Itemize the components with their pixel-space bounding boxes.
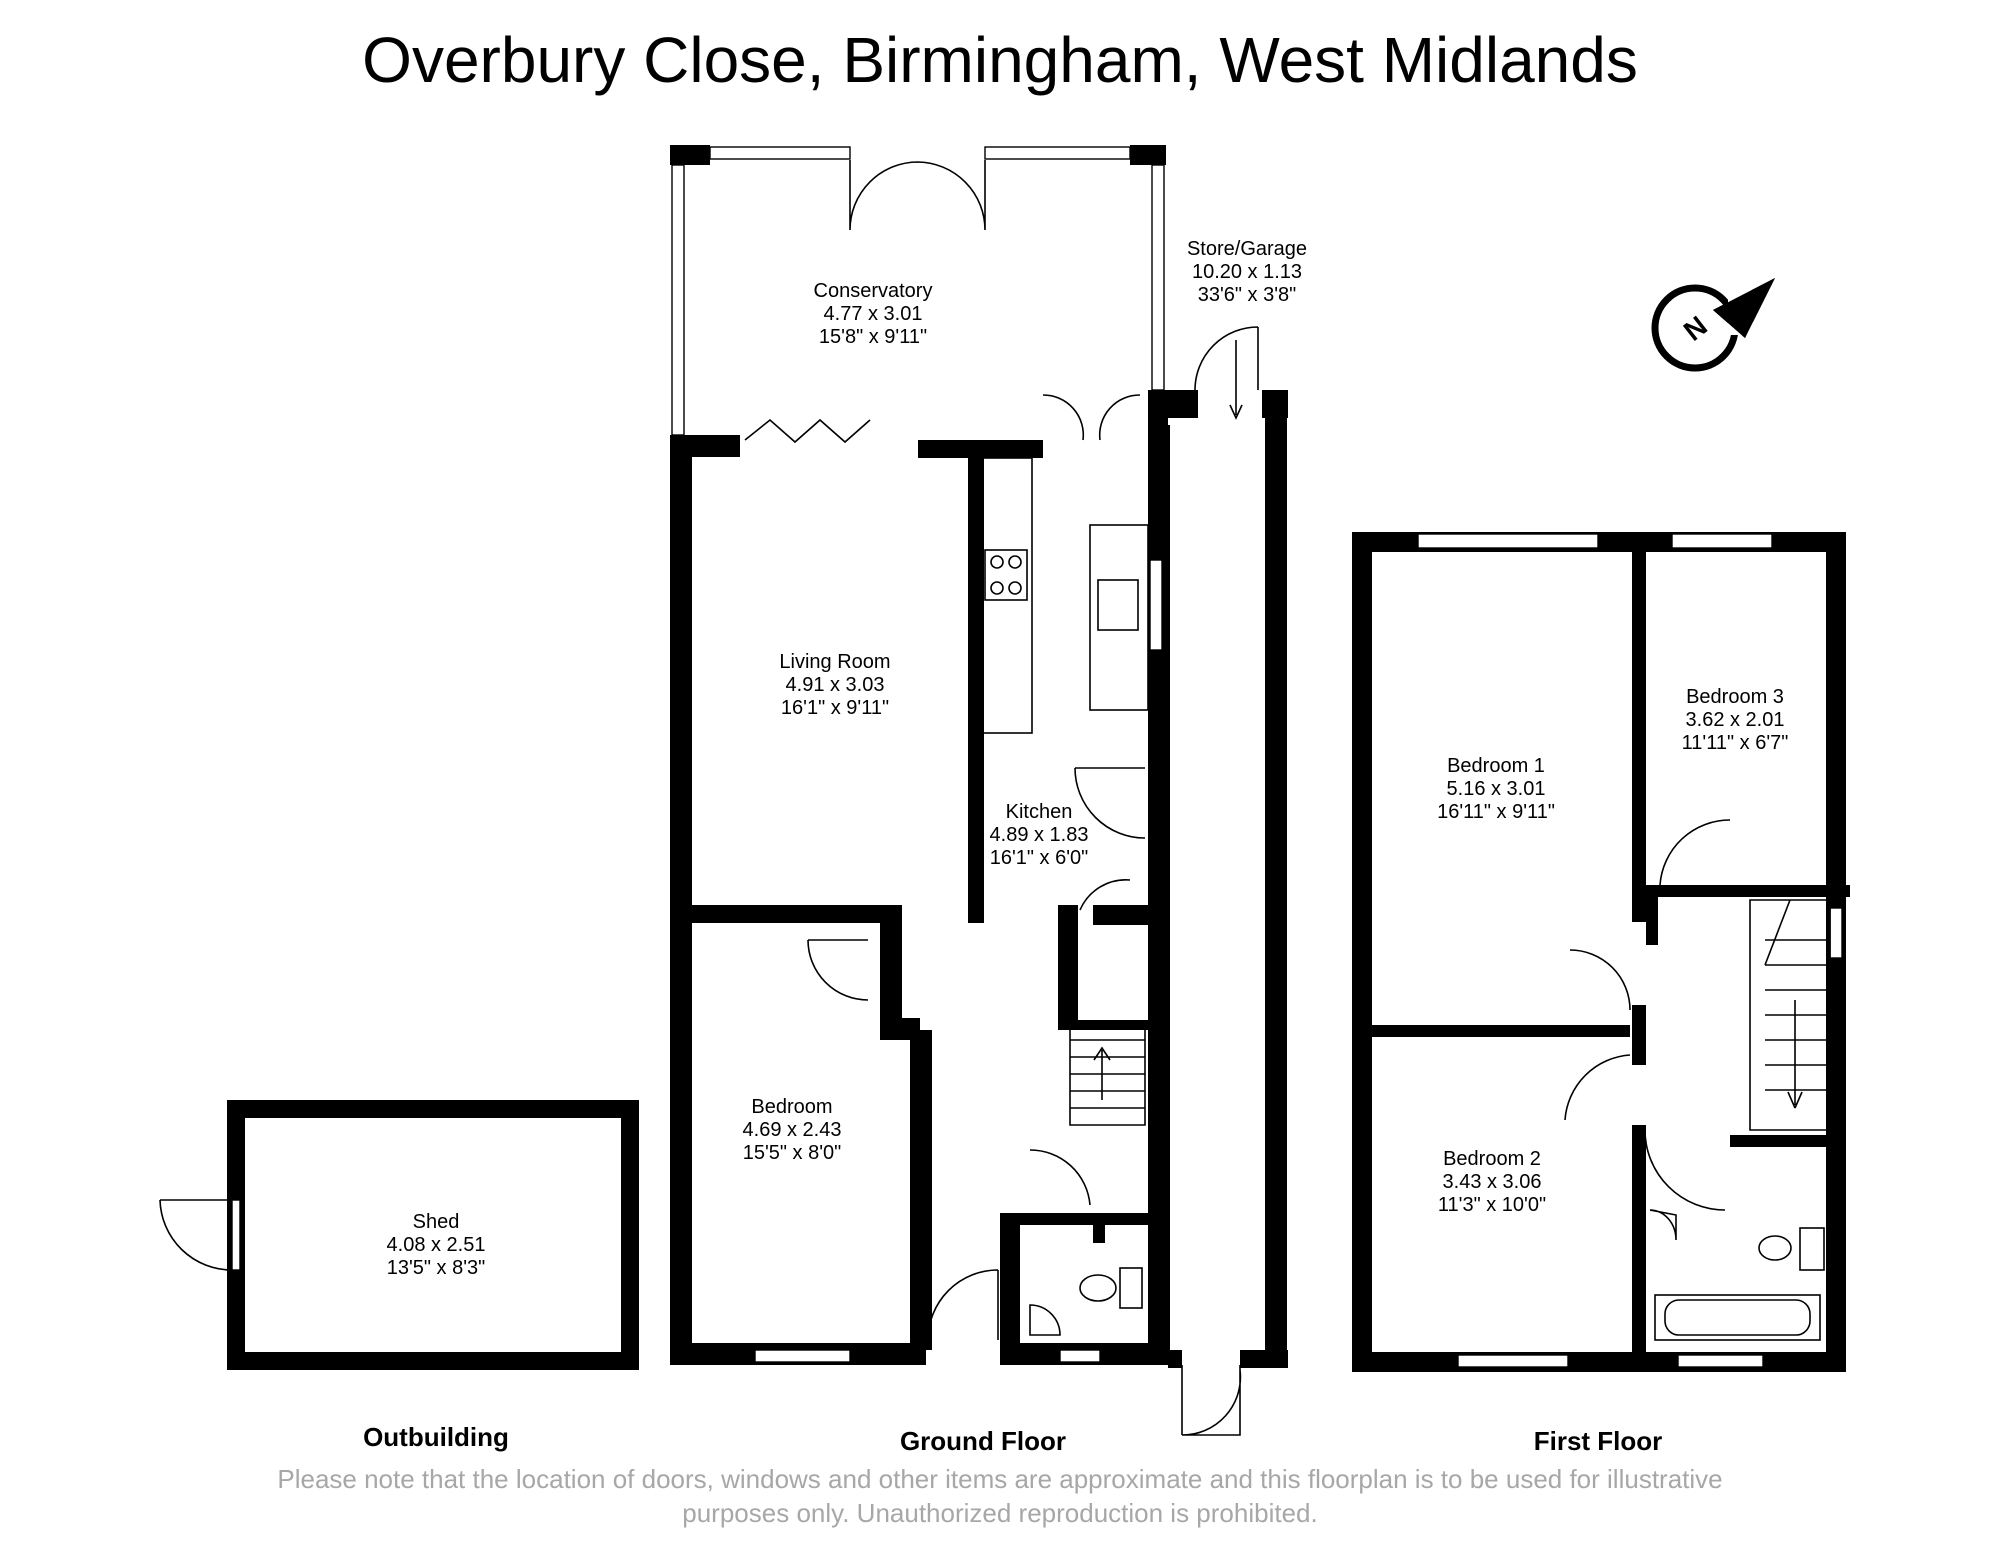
room-name: Conservatory — [814, 280, 933, 302]
conservatory-walls — [670, 145, 1168, 458]
compass-icon: N — [1651, 278, 1775, 372]
room-metric: 3.43 x 3.06 — [1443, 1171, 1542, 1193]
room-imperial: 13'5" x 8'3" — [387, 1257, 486, 1279]
room-metric: 4.89 x 1.83 — [990, 824, 1089, 846]
room-kitchen: Kitchen 4.89 x 1.83 16'1" x 6'0" — [990, 801, 1089, 869]
room-metric: 4.69 x 2.43 — [743, 1119, 842, 1141]
room-imperial: 33'6" x 3'8" — [1198, 284, 1297, 306]
room-name: Bedroom — [751, 1096, 832, 1118]
room-name: Shed — [413, 1211, 460, 1233]
floor-label-outbuilding: Outbuilding — [363, 1422, 509, 1452]
floor-label-first: First Floor — [1534, 1426, 1663, 1456]
room-name: Living Room — [779, 651, 890, 673]
room-bedroom2: Bedroom 2 3.43 x 3.06 11'3" x 10'0" — [1438, 1148, 1546, 1216]
room-metric: 3.62 x 2.01 — [1686, 709, 1785, 731]
room-metric: 10.20 x 1.13 — [1192, 261, 1302, 283]
room-imperial: 16'1" x 9'11" — [781, 697, 889, 719]
room-bedroom-ground: Bedroom 4.69 x 2.43 15'5" x 8'0" — [743, 1096, 842, 1164]
room-imperial: 11'11" x 6'7" — [1682, 732, 1789, 754]
room-shed: Shed 4.08 x 2.51 13'5" x 8'3" — [387, 1211, 486, 1279]
room-metric: 4.08 x 2.51 — [387, 1234, 486, 1256]
first-floor-plan — [1352, 532, 1850, 1372]
room-metric: 4.91 x 3.03 — [786, 674, 885, 696]
room-imperial: 15'8" x 9'11" — [819, 326, 927, 348]
room-name: Store/Garage — [1187, 238, 1307, 260]
disclaimer-line1: Please note that the location of doors, … — [277, 1464, 1722, 1494]
room-name: Kitchen — [1006, 801, 1073, 823]
room-name: Bedroom 2 — [1443, 1148, 1541, 1170]
room-conservatory: Conservatory 4.77 x 3.01 15'8" x 9'11" — [814, 280, 933, 348]
ground-floor-plan — [670, 145, 1288, 1436]
room-bedroom1: Bedroom 1 5.16 x 3.01 16'11" x 9'11" — [1437, 755, 1555, 823]
room-store-garage: Store/Garage 10.20 x 1.13 33'6" x 3'8" — [1187, 238, 1307, 306]
room-metric: 4.77 x 3.01 — [824, 303, 923, 325]
room-living-room: Living Room 4.91 x 3.03 16'1" x 9'11" — [779, 651, 890, 719]
room-imperial: 11'3" x 10'0" — [1438, 1194, 1546, 1216]
disclaimer-line2: purposes only. Unauthorized reproduction… — [682, 1498, 1317, 1528]
room-name: Bedroom 3 — [1686, 686, 1784, 708]
page-title: Overbury Close, Birmingham, West Midland… — [362, 24, 1638, 96]
garage-walls — [1168, 326, 1288, 1436]
room-bedroom3: Bedroom 3 3.62 x 2.01 11'11" x 6'7" — [1682, 686, 1789, 754]
room-imperial: 16'11" x 9'11" — [1437, 801, 1555, 823]
outbuilding-plan — [159, 1100, 639, 1370]
room-imperial: 16'1" x 6'0" — [990, 847, 1089, 869]
room-imperial: 15'5" x 8'0" — [743, 1142, 842, 1164]
house-walls — [670, 425, 1170, 1365]
compass-letter: N — [1678, 310, 1713, 347]
room-metric: 5.16 x 3.01 — [1447, 778, 1546, 800]
room-name: Bedroom 1 — [1447, 755, 1545, 777]
floor-label-ground: Ground Floor — [900, 1426, 1066, 1456]
